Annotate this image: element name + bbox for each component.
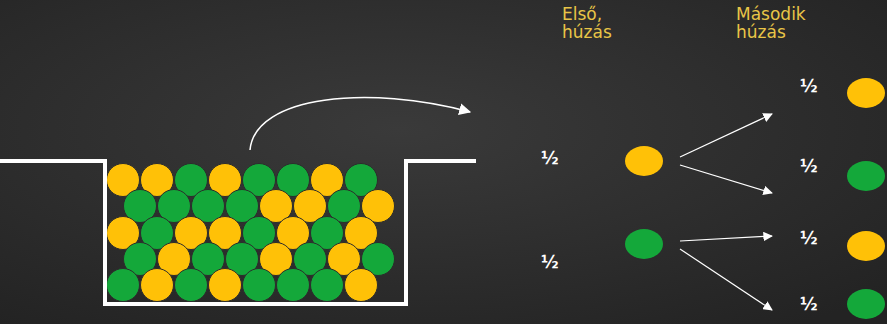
ball bbox=[209, 269, 242, 302]
tree-arrow bbox=[680, 165, 772, 193]
draw-arrow bbox=[250, 98, 470, 150]
probability: ½ bbox=[800, 230, 818, 248]
ball bbox=[277, 269, 310, 302]
probability: ½ bbox=[541, 254, 559, 272]
tree-ball bbox=[847, 289, 885, 319]
ball bbox=[175, 269, 208, 302]
probability: ½ bbox=[800, 296, 818, 314]
probability: ½ bbox=[541, 150, 559, 168]
column-heading: Második húzás bbox=[736, 6, 822, 42]
probability-tree bbox=[625, 78, 885, 319]
tree-ball bbox=[625, 146, 663, 176]
tree-ball bbox=[847, 231, 885, 261]
tree-arrow bbox=[680, 236, 772, 241]
bin-outline bbox=[0, 161, 476, 304]
tree-arrow bbox=[680, 114, 772, 157]
probability: ½ bbox=[800, 158, 818, 176]
ball bbox=[345, 269, 378, 302]
tree-ball bbox=[625, 229, 663, 259]
tree-ball bbox=[847, 161, 885, 191]
tree-arrow bbox=[680, 249, 772, 310]
ball bbox=[141, 269, 174, 302]
ball bbox=[107, 269, 140, 302]
tree-ball bbox=[847, 78, 885, 108]
column-heading: Első, húzás bbox=[562, 6, 624, 42]
ball-pile bbox=[107, 164, 395, 302]
ball bbox=[311, 269, 344, 302]
ball bbox=[243, 269, 276, 302]
probability: ½ bbox=[800, 78, 818, 96]
